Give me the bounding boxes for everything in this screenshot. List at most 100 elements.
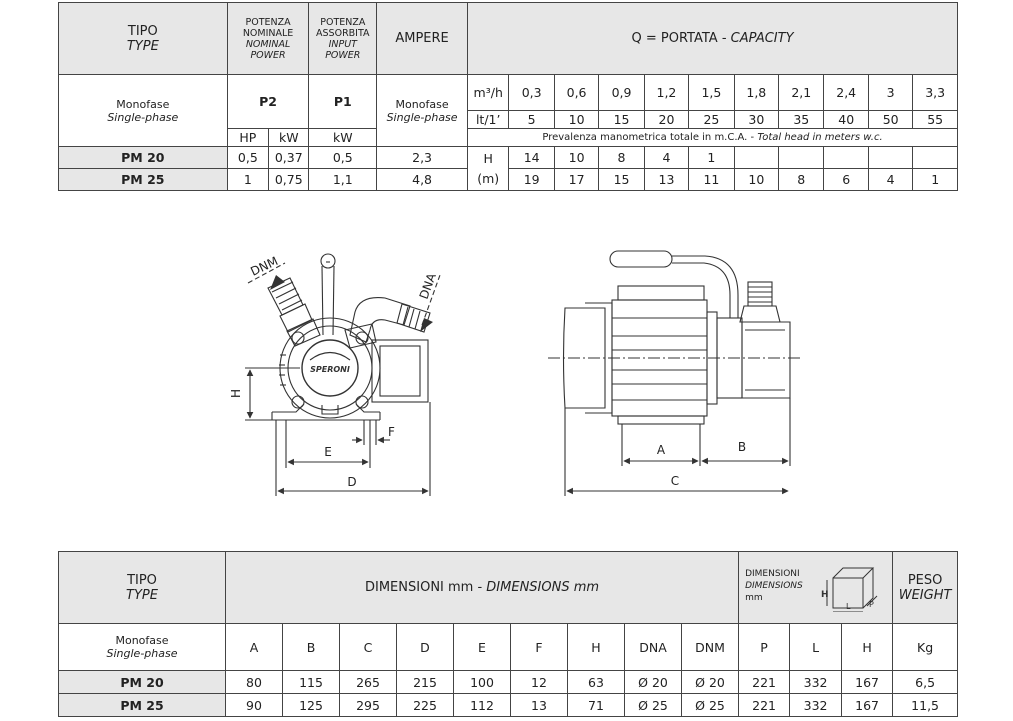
- dim-value: 225: [396, 693, 454, 717]
- head-value: [778, 146, 825, 169]
- dim-value: Ø 25: [680, 693, 740, 717]
- dim-value: 332: [789, 693, 843, 717]
- col-header: H: [567, 623, 625, 671]
- dim-label-e: E: [324, 445, 332, 459]
- dim-value: 80: [225, 670, 283, 694]
- dim-label-b: B: [738, 440, 746, 454]
- lt-cell: 15: [598, 110, 645, 129]
- head-value: [867, 146, 914, 169]
- dim-value: 295: [339, 693, 397, 717]
- lt-cell: 40: [823, 110, 869, 129]
- col-header: DNM: [680, 623, 740, 671]
- unit-kw-p1: kW: [308, 128, 378, 147]
- col-header: P: [738, 623, 791, 671]
- dimensions-header: DIMENSIONI mm - DIMENSIONS mm: [224, 551, 740, 624]
- lt-cell: 10: [553, 110, 600, 129]
- head-value: 1: [688, 146, 735, 169]
- head-value: 8: [778, 168, 825, 191]
- head-value: [733, 146, 780, 169]
- hp-value: 1: [226, 168, 270, 191]
- col-header: DNA: [624, 623, 682, 671]
- side-view: A B C: [548, 250, 800, 496]
- m3h-cell: 3,3: [912, 74, 958, 111]
- m3h-cell: 1,8: [733, 74, 780, 111]
- p2-symbol: P2: [226, 74, 310, 129]
- brand-logo: SPERONI: [310, 365, 350, 374]
- dim-label-d: D: [347, 475, 356, 489]
- head-value: 11: [688, 168, 735, 191]
- head-value: 15: [598, 168, 645, 191]
- lt-cell: 55: [912, 110, 958, 129]
- model-pm20: PM 20: [58, 146, 228, 169]
- dim-value: Ø 20: [624, 670, 682, 694]
- dim-value: 100: [453, 670, 511, 694]
- col-header: F: [510, 623, 568, 671]
- dim-value: 90: [225, 693, 283, 717]
- carry-handle: [609, 250, 739, 318]
- dim-value: 221: [738, 670, 791, 694]
- dim-label-f: F: [388, 425, 395, 439]
- col-header: L: [789, 623, 843, 671]
- head-value: 4: [643, 146, 690, 169]
- head-value: 10: [553, 146, 600, 169]
- head-value: 19: [508, 168, 555, 191]
- kw-value: 0,37: [268, 146, 310, 169]
- dim-value: 167: [841, 670, 894, 694]
- p1-value: 1,1: [308, 168, 378, 191]
- dim-value: 167: [841, 693, 894, 717]
- lt-cell: 5: [508, 110, 555, 129]
- m3h-cell: 3: [867, 74, 914, 111]
- unit-kw: kW: [268, 128, 310, 147]
- kw-value: 0,75: [268, 168, 310, 191]
- col-header: C: [339, 623, 397, 671]
- weight-value: 6,5: [892, 670, 959, 694]
- lt-cell: 30: [733, 110, 780, 129]
- weight-value: 11,5: [892, 693, 959, 717]
- dim-value: 332: [789, 670, 843, 694]
- handle-ring: [320, 253, 336, 336]
- lt-cell: 35: [778, 110, 825, 129]
- lt-cell: 25: [688, 110, 735, 129]
- head-value: 6: [823, 168, 869, 191]
- dim-label-h: H: [229, 389, 243, 398]
- m3h-cell: 2,4: [823, 74, 869, 111]
- box-icon-p: P: [869, 600, 874, 609]
- head-value: 13: [643, 168, 690, 191]
- p1-value: 0,5: [308, 146, 378, 169]
- p1-symbol: P1: [308, 74, 378, 129]
- lt-cell: 50: [867, 110, 914, 129]
- col-header: E: [453, 623, 511, 671]
- inlet-port: [267, 277, 321, 347]
- m3h-cell: 1,2: [643, 74, 690, 111]
- dim-value: 265: [339, 670, 397, 694]
- unit-lt: lt/1’: [467, 110, 510, 129]
- dim-label-a: A: [657, 443, 666, 457]
- dim-value: 63: [567, 670, 625, 694]
- head-value: [912, 146, 958, 169]
- col-header: A: [225, 623, 283, 671]
- ampere-header: AMPERE: [376, 2, 469, 75]
- head-value: 8: [598, 146, 645, 169]
- head-label: H(m): [467, 146, 510, 191]
- head-value: 1: [912, 168, 958, 191]
- m3h-cell: 1,5: [688, 74, 735, 111]
- capacity-header: Q = PORTATA - CAPACITY: [467, 2, 958, 75]
- dim-value: 125: [282, 693, 340, 717]
- dim-value: 12: [510, 670, 568, 694]
- head-note: Prevalenza manometrica totale in m.C.A. …: [467, 128, 958, 147]
- dim-value: 221: [738, 693, 791, 717]
- lt-cell: 20: [643, 110, 690, 129]
- ampere-value: 4,8: [376, 168, 469, 191]
- m3h-cell: 2,1: [778, 74, 825, 111]
- package-dimensions-header: DIMENSIONI DIMENSIONS mm H L P: [738, 551, 894, 624]
- dim-value: 215: [396, 670, 454, 694]
